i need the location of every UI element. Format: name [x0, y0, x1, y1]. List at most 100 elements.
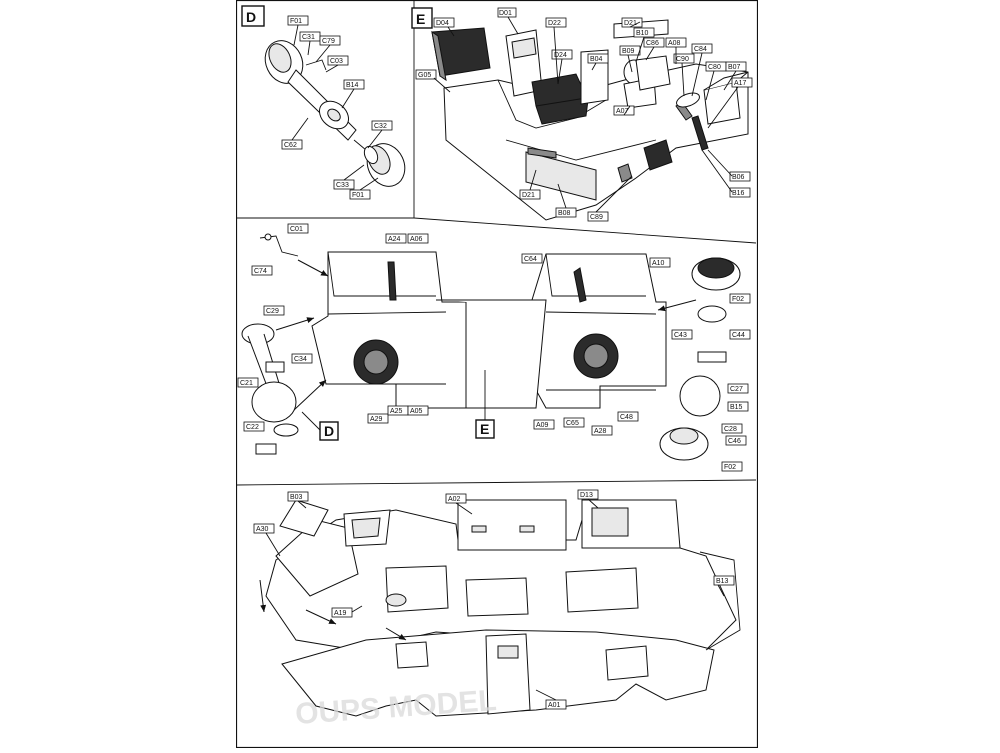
- instruction-sheet: D F01 C31 C79 C03 B14 C62 C32 C33 F01 E: [235, 0, 759, 749]
- callout-label: D01: [499, 10, 512, 17]
- steering-wheel: [676, 92, 700, 108]
- vision-block-1: [471, 525, 487, 533]
- chassis-panel: E D C01 C74 A24 A06 C64 A10 F02 C29 C43 …: [237, 223, 751, 472]
- callout-label: C31: [302, 34, 315, 41]
- callout-label: A28: [594, 428, 607, 435]
- callout-label: A10: [652, 260, 665, 267]
- sheet-frame: [235, 0, 759, 749]
- left-axle-diff: [251, 381, 297, 423]
- ref-e-label: E: [480, 421, 489, 437]
- callout-label: C86: [646, 40, 659, 47]
- callout-label: C80: [708, 64, 721, 71]
- callout-label: C03: [330, 58, 343, 65]
- side-panel-a02: [457, 499, 567, 551]
- right-axle-plate: [697, 351, 727, 363]
- callout-label: A25: [390, 408, 403, 415]
- callout-label: D04: [436, 20, 449, 27]
- callout-label: F01: [290, 18, 302, 25]
- callout-label: D13: [580, 492, 593, 499]
- step-e-box: [411, 7, 433, 29]
- callout-label: A19: [334, 610, 347, 617]
- callout-label: F01: [352, 192, 364, 199]
- callout-label: A06: [410, 236, 423, 243]
- callout-label: C21: [240, 380, 253, 387]
- arrow-right-axle: [657, 299, 697, 312]
- front-well-edge: [327, 251, 436, 297]
- interior-box-2: [465, 577, 529, 617]
- engine-grille: [591, 507, 629, 537]
- driver-hatch-window: [351, 517, 381, 539]
- rear-well-edge: [545, 253, 646, 297]
- callout-label: C29: [266, 308, 279, 315]
- callout-label: B07: [728, 64, 741, 71]
- leader-lines-hull: [265, 498, 725, 701]
- hull-panel: B03 A02 D13 A30 B13 A19 A01 OUPS MODEL: [253, 489, 741, 731]
- ref-d-label: D: [324, 423, 334, 439]
- interior-box-3: [565, 567, 639, 613]
- visor-b03: [279, 499, 329, 537]
- step-d-box: [241, 5, 265, 27]
- callout-label: C46: [728, 438, 741, 445]
- callout-label: A02: [448, 496, 461, 503]
- arrow-linkage: [297, 259, 329, 277]
- seat-seam: [535, 97, 587, 107]
- callout-label: F02: [724, 464, 736, 471]
- right-wheel-bottom-hub: [669, 427, 699, 445]
- ref-d-box: [319, 421, 339, 441]
- callout-label: A05: [410, 408, 423, 415]
- right-axle-diff: [679, 375, 721, 417]
- right-wheel-tread: [697, 257, 735, 279]
- side-door: [485, 633, 531, 715]
- chassis-rear-section: [531, 253, 667, 409]
- callout-label: A07: [616, 108, 629, 115]
- callout-label: C32: [374, 123, 387, 130]
- hub-cap: [363, 145, 379, 165]
- callout-label: B14: [346, 82, 359, 89]
- round-hatch: [385, 593, 407, 607]
- step-e-label: E: [416, 11, 425, 27]
- floor-strip: [527, 147, 557, 159]
- shock-absorber-right: [691, 115, 709, 151]
- lever: [617, 163, 633, 183]
- callout-label: C62: [284, 142, 297, 149]
- callout-label: C48: [620, 414, 633, 421]
- wheel-top-hub: [268, 43, 292, 73]
- divider-e: [413, 217, 757, 244]
- arrow-front-plate: [259, 579, 267, 613]
- driveshaft-front: [327, 311, 447, 315]
- side-box: [580, 49, 609, 105]
- arrow-lower-hull: [385, 627, 407, 641]
- callout-label: G05: [418, 72, 431, 79]
- callout-label: D22: [548, 20, 561, 27]
- callout-label: C34: [294, 356, 307, 363]
- callout-group-e: D01 D04 D22 D21 B10 C86 B09 A08 C84 C90 …: [415, 7, 753, 222]
- seat-back-side: [431, 30, 447, 82]
- side-hatch: [395, 641, 429, 669]
- driveshaft-rear: [545, 311, 657, 315]
- callout-label: B04: [590, 56, 603, 63]
- step-d-label: D: [246, 9, 256, 25]
- callout-label: C90: [676, 56, 689, 63]
- left-axle-boss: [273, 423, 299, 437]
- callout-label: B06: [732, 174, 745, 181]
- arrow-left-axle: [275, 317, 315, 331]
- ref-d-line: [301, 411, 321, 431]
- callout-label: C27: [730, 386, 743, 393]
- callout-label: C79: [322, 38, 335, 45]
- callout-label: A24: [388, 236, 401, 243]
- step-e-panel: E D01: [411, 7, 753, 222]
- callout-label: C84: [694, 46, 707, 53]
- callout-label: A29: [370, 416, 383, 423]
- callout-label: D21: [624, 20, 637, 27]
- callout-label: C65: [566, 420, 579, 427]
- callout-label: C33: [336, 182, 349, 189]
- callout-label: A17: [734, 80, 747, 87]
- callout-label: B10: [636, 30, 649, 37]
- shock-rear: [573, 267, 587, 303]
- left-axle-bracket: [255, 443, 277, 455]
- floor-plate: [525, 151, 597, 201]
- differential-cap: [327, 108, 341, 122]
- side-door-window: [497, 645, 519, 659]
- shock-front: [387, 261, 397, 301]
- wheel-well-rear-hub: [583, 343, 609, 369]
